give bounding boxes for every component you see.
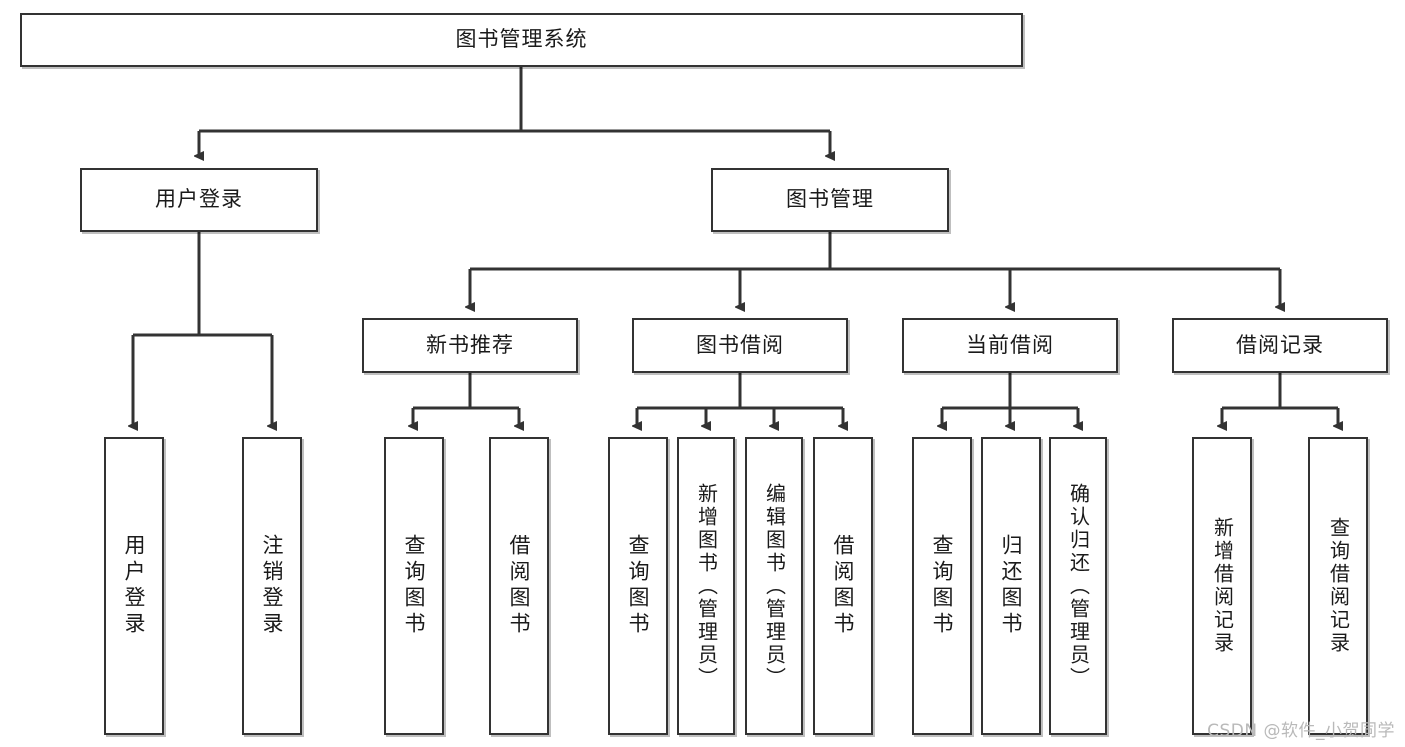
- node-root-system[interactable]: 图书管理系统: [20, 13, 1023, 67]
- leaf-user-login[interactable]: 用户登录: [104, 437, 164, 735]
- node-label: 图书管理: [786, 187, 874, 212]
- node-label: 新增借阅记录: [1210, 517, 1235, 655]
- node-label: 查询借阅记录: [1326, 517, 1351, 655]
- leaf-return-book[interactable]: 归还图书: [981, 437, 1041, 735]
- leaf-query-book-3[interactable]: 查询图书: [912, 437, 972, 735]
- node-label: 当前借阅: [966, 332, 1054, 357]
- node-label: 注销登录: [260, 534, 285, 638]
- node-label: 编辑图书（管理员）: [762, 482, 787, 690]
- node-label: 借阅图书: [507, 534, 532, 638]
- node-book-borrow[interactable]: 图书借阅: [632, 318, 848, 373]
- node-book-manage[interactable]: 图书管理: [711, 168, 949, 232]
- leaf-borrow-book-1[interactable]: 借阅图书: [489, 437, 549, 735]
- node-label: 新书推荐: [426, 332, 514, 357]
- leaf-query-book-1[interactable]: 查询图书: [384, 437, 444, 735]
- leaf-user-logout[interactable]: 注销登录: [242, 437, 302, 735]
- node-label: 图书借阅: [696, 332, 784, 357]
- node-label: 借阅图书: [831, 534, 856, 638]
- node-current-borrow[interactable]: 当前借阅: [902, 318, 1118, 373]
- watermark-text: CSDN @软件_小贺同学: [1207, 721, 1395, 741]
- leaf-query-book-2[interactable]: 查询图书: [608, 437, 668, 735]
- node-label: 归还图书: [999, 534, 1024, 638]
- leaf-add-book[interactable]: 新增图书（管理员）: [677, 437, 735, 735]
- leaf-query-record[interactable]: 查询借阅记录: [1308, 437, 1368, 735]
- node-label: 图书管理系统: [455, 27, 588, 52]
- node-new-book-recommend[interactable]: 新书推荐: [362, 318, 578, 373]
- node-label: 查询图书: [930, 534, 955, 638]
- node-label: 新增图书（管理员）: [694, 482, 719, 690]
- node-label: 查询图书: [626, 534, 651, 638]
- leaf-add-record[interactable]: 新增借阅记录: [1192, 437, 1252, 735]
- node-label: 用户登录: [122, 534, 147, 638]
- node-user-login[interactable]: 用户登录: [80, 168, 318, 232]
- node-label: 确认归还（管理员）: [1066, 482, 1091, 690]
- leaf-borrow-book-2[interactable]: 借阅图书: [813, 437, 873, 735]
- leaf-edit-book[interactable]: 编辑图书（管理员）: [745, 437, 803, 735]
- node-label: 借阅记录: [1236, 332, 1324, 357]
- node-borrow-record[interactable]: 借阅记录: [1172, 318, 1388, 373]
- node-label: 用户登录: [155, 187, 243, 212]
- leaf-confirm-return[interactable]: 确认归还（管理员）: [1049, 437, 1107, 735]
- node-label: 查询图书: [402, 534, 427, 638]
